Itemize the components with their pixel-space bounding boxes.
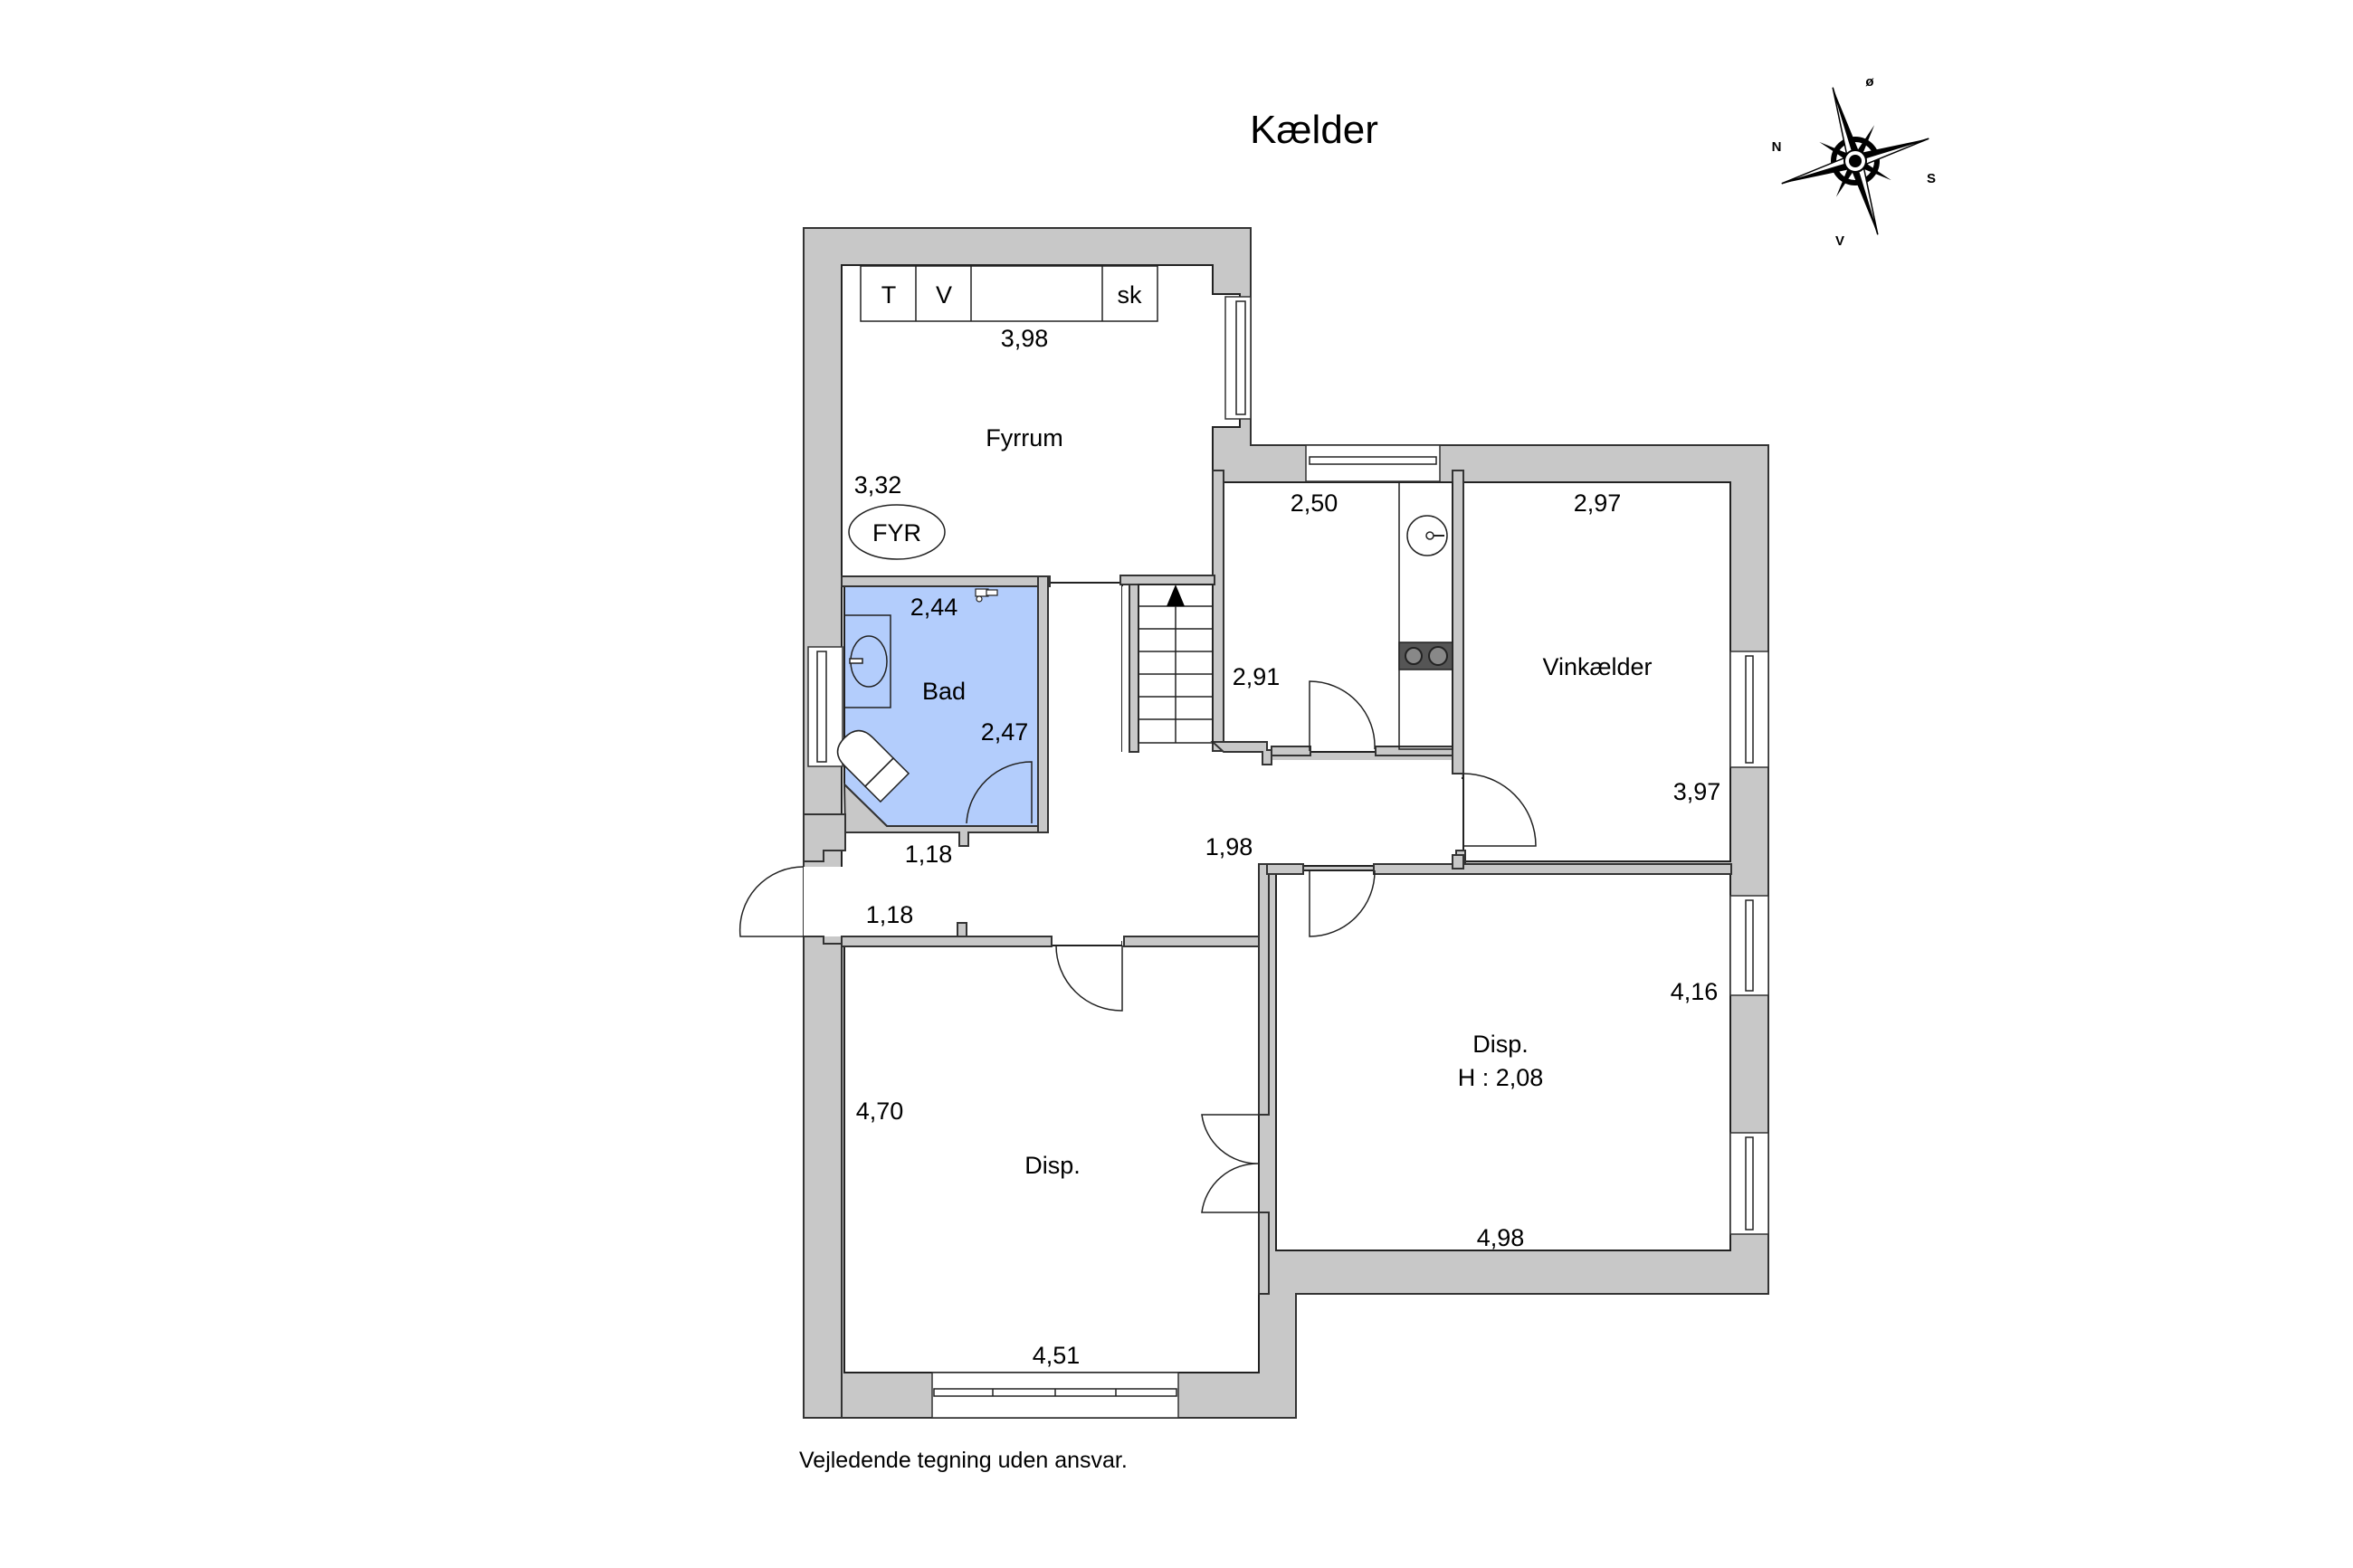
window-disp-left	[931, 1372, 1179, 1419]
door-stair-room	[1309, 680, 1376, 751]
room-vinkaelder	[1462, 481, 1731, 862]
room-height-disp-right: H : 2,08	[1458, 1064, 1544, 1091]
dim-fyrrum-width: 3,98	[1001, 325, 1049, 352]
kitchenette-fixtures	[1398, 481, 1453, 750]
compass-west-label: V	[1835, 233, 1844, 249]
doors	[738, 680, 1537, 1213]
door-disp-left	[1055, 945, 1123, 1012]
disclaimer-text: Vejledende tegning uden ansvar.	[799, 1448, 1128, 1473]
door-double-disp	[1201, 1114, 1260, 1213]
dim-bad-depth: 2,47	[981, 718, 1029, 746]
page-title: Kælder	[1250, 108, 1378, 152]
faucet-icon	[975, 588, 998, 603]
room-name-vinkaelder: Vinkælder	[1542, 653, 1652, 680]
door-disp-right	[1309, 870, 1376, 937]
dim-disp-right-width: 4,98	[1477, 1224, 1525, 1251]
dim-vinkaelder-depth: 3,97	[1673, 778, 1721, 805]
dim-disp-right-depth: 4,16	[1671, 978, 1719, 1005]
door-bad	[966, 761, 1033, 824]
door-vinkaelder	[1462, 773, 1537, 847]
fixture-boiler-label: FYR	[872, 519, 921, 546]
room-name-disp-left: Disp.	[1024, 1152, 1081, 1179]
window-vinkaelder	[1729, 651, 1769, 768]
bad-fixtures	[836, 588, 998, 803]
compass-east-label: ø	[1865, 74, 1874, 90]
stair-direction-arrow-icon	[1167, 584, 1185, 606]
window-disp-right-2	[1729, 1132, 1769, 1235]
room-stair-kitchenette	[1221, 481, 1453, 753]
utility-sink-icon	[1406, 515, 1448, 556]
compass-rose-icon: ø N S V	[1772, 74, 1936, 249]
corridor	[804, 586, 1462, 946]
dim-stair-room-depth: 2,91	[1233, 663, 1281, 690]
compass-north-label: N	[1772, 139, 1782, 155]
room-disp-right	[1275, 870, 1731, 1251]
dim-disp-left-width: 4,51	[1033, 1342, 1081, 1369]
room-name-disp-right: Disp.	[1472, 1031, 1529, 1058]
boiler-icon	[848, 504, 946, 560]
window-stair-room	[1305, 444, 1441, 482]
room-labels: Kælder 3,98 Fyrrum 3,32 2,44 Bad 2,47 2,…	[799, 108, 1720, 1473]
room-disp-left	[843, 945, 1260, 1373]
dim-stair-room-width: 2,50	[1291, 489, 1338, 517]
fixture-cabinet-label: sk	[1118, 281, 1143, 309]
room-name-fyrrum: Fyrrum	[986, 424, 1062, 451]
dim-disp-left-depth: 4,70	[856, 1098, 904, 1125]
dim-vinkaelder-width: 2,97	[1574, 489, 1622, 517]
compass-south-label: S	[1927, 171, 1936, 186]
windows	[807, 296, 1769, 1419]
fixture-washer-label: V	[936, 281, 952, 309]
dim-fyrrum-depth: 3,32	[854, 471, 902, 499]
staircase	[1138, 584, 1214, 744]
dim-entry-width-bottom: 1,18	[866, 901, 914, 928]
window-disp-right-1	[1729, 895, 1769, 996]
toilet-icon	[836, 729, 910, 803]
dim-entry-width-top: 1,18	[905, 841, 953, 868]
dim-hall-width: 1,98	[1205, 833, 1253, 860]
room-name-bad: Bad	[922, 678, 966, 705]
window-fyrrum	[1224, 296, 1252, 420]
dim-bad-width: 2,44	[910, 594, 958, 621]
fyrrum-fixtures: T V sk FYR	[848, 265, 1158, 560]
window-bad	[807, 646, 843, 767]
fixture-tumbler-label: T	[881, 281, 897, 309]
door-entry	[738, 866, 805, 937]
